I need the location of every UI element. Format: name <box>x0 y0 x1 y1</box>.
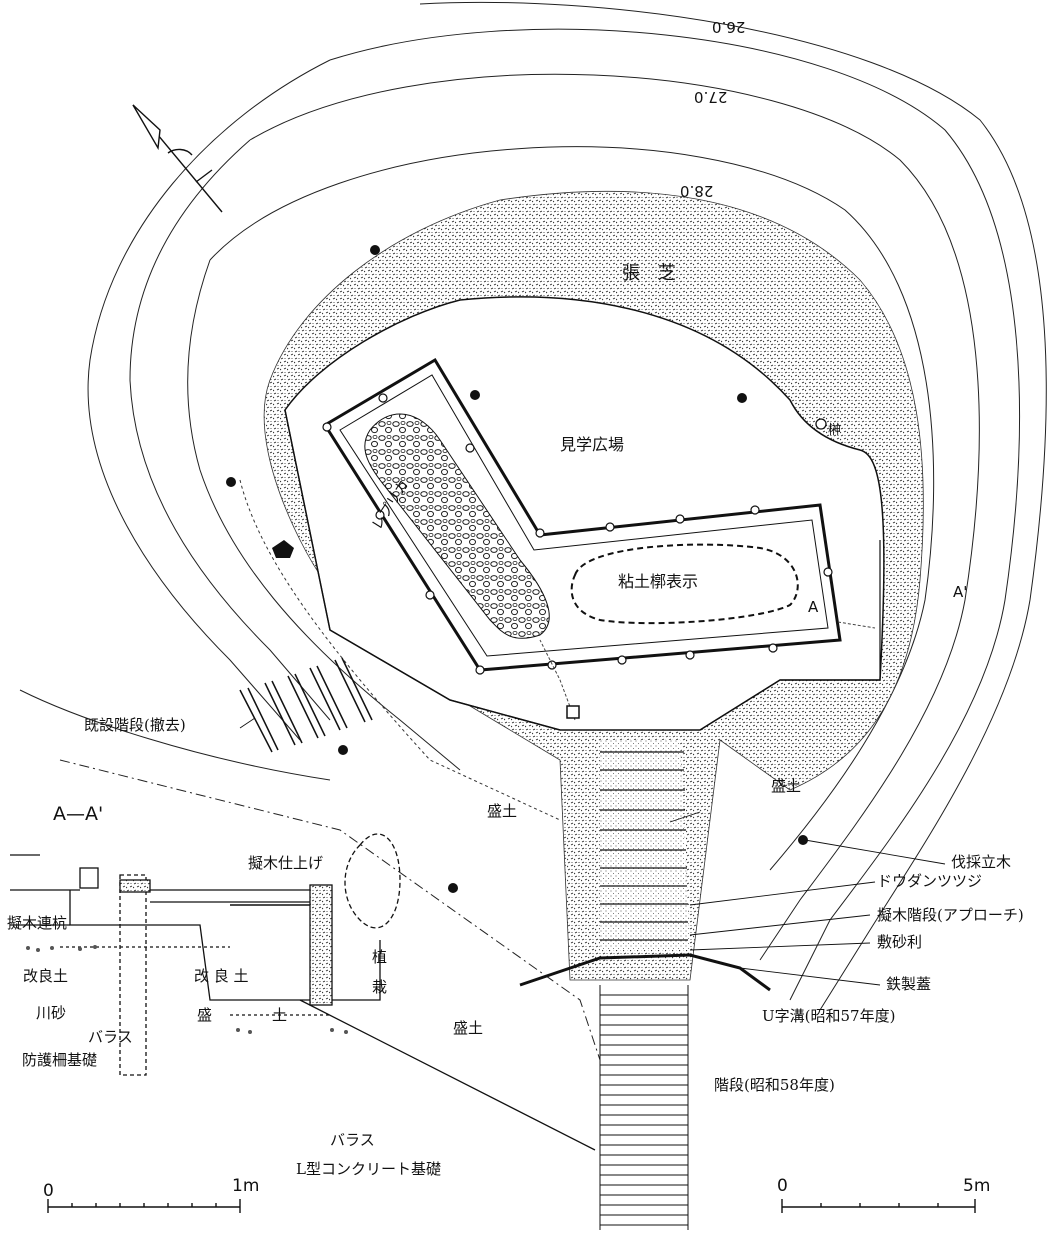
tree-dot-icon <box>338 745 348 755</box>
section-line-east <box>837 621 876 629</box>
boundary-line <box>59 759 601 1061</box>
tree-dot-icon <box>737 393 747 403</box>
callout-u-ditch: U字溝(昭和57年度) <box>762 1007 896 1025</box>
label-planting-2: 栽 <box>372 978 388 996</box>
contour-west-4 <box>19 689 331 781</box>
clay-chamber-outline <box>570 543 799 625</box>
lawn-area <box>284 296 885 731</box>
label-fill: 盛土 <box>453 1019 484 1037</box>
contour-label-280: 28.0 <box>680 182 714 200</box>
scale-right-end: 5m <box>963 1176 991 1196</box>
path-line <box>239 479 561 821</box>
section-ballast <box>26 945 348 1034</box>
contour-270 <box>249 73 980 961</box>
pile-top <box>119 879 151 893</box>
callout-approach: 擬木階段(アプローチ) <box>877 906 1024 924</box>
label-wood-finish: 擬木仕上げ <box>248 854 324 872</box>
planting-block <box>309 884 333 1006</box>
scale-bar-left <box>47 1199 241 1213</box>
contour-west-2 <box>129 139 331 721</box>
callout-stairs58: 階段(昭和58年度) <box>714 1076 835 1094</box>
label-ballast-2: バラス <box>330 1131 375 1149</box>
approach-steps <box>600 751 688 941</box>
tree-dot-icon <box>448 883 458 893</box>
approach-gravel <box>600 740 690 950</box>
callout-leaders <box>239 717 946 986</box>
plaza-label: 見学広場 <box>560 435 625 454</box>
section-drawing <box>10 833 596 1151</box>
callout-old-stairs: 既設階段(撤去) <box>84 716 186 734</box>
sakaki-label: 榊 <box>828 423 842 438</box>
tree-dot-icon <box>226 477 236 487</box>
sakaki-tree-icon <box>815 418 827 430</box>
rock-icon <box>272 540 294 558</box>
section-a2-label: A' <box>953 583 968 601</box>
lawn-label: 張 芝 <box>622 263 682 284</box>
clay-chamber-label: 粘土槨表示 <box>618 572 699 591</box>
label-improved-soil-2: 改 良 土 <box>194 967 249 985</box>
label-l-base: L型コンクリート基礎 <box>296 1160 441 1178</box>
contour-label-270: 27.0 <box>694 88 728 106</box>
scale-bar-right <box>781 1199 976 1213</box>
contour-outer <box>419 1 1047 1011</box>
label-fence-base: 防護柵基礎 <box>22 1051 98 1069</box>
replica-stones <box>364 413 550 639</box>
lower-stairs <box>599 985 689 1230</box>
contour-lines <box>19 1 1047 1011</box>
tree-dot-icon <box>470 390 480 400</box>
planting-dash <box>344 833 401 929</box>
u-ditch <box>519 953 771 992</box>
contour-260 <box>329 28 1020 1001</box>
fill-left-label: 盛土 <box>487 802 518 820</box>
label-fill-2: 土 <box>272 1006 288 1024</box>
tree-dot-icon <box>370 245 380 255</box>
callout-gravel: 敷砂利 <box>877 933 923 951</box>
label-improved-soil-1: 改良土 <box>23 967 69 985</box>
wood-pile <box>79 867 99 889</box>
contour-280 <box>209 146 935 871</box>
post-dashed <box>119 874 147 1076</box>
outer-fence <box>284 409 881 731</box>
old-stairs <box>239 657 373 753</box>
tree-dots <box>226 245 808 893</box>
scale-left-zero: 0 <box>43 1181 54 1201</box>
label-river-sand: 川砂 <box>36 1004 67 1022</box>
callout-azalea: ドウダンツツジ <box>877 872 983 890</box>
label-ballast-1: バラス <box>88 1028 133 1046</box>
section-line <box>539 639 576 721</box>
scale-right-zero: 0 <box>777 1176 788 1196</box>
label-fill-1: 盛 <box>197 1006 213 1024</box>
contour-west-3 <box>187 259 461 771</box>
section-a-label: A <box>808 598 819 616</box>
north-arrow-icon <box>132 104 223 213</box>
callout-steel-lid: 鉄製蓋 <box>886 975 932 993</box>
label-planting-1: 植 <box>372 948 388 966</box>
enclosure-inner <box>339 374 829 657</box>
scale-left-end: 1m <box>232 1176 260 1196</box>
callout-felled-trees: 伐採立木 <box>951 853 1012 871</box>
label-wood-pile: 擬木連杭 <box>7 914 68 932</box>
contour-west-1 <box>87 59 331 741</box>
survey-marker <box>566 705 580 719</box>
tree-dot-icon <box>798 835 808 845</box>
fill-right-label: 盛土 <box>771 777 802 795</box>
section-title: A—A' <box>53 803 104 825</box>
contour-label-260: 26.0 <box>712 18 746 36</box>
